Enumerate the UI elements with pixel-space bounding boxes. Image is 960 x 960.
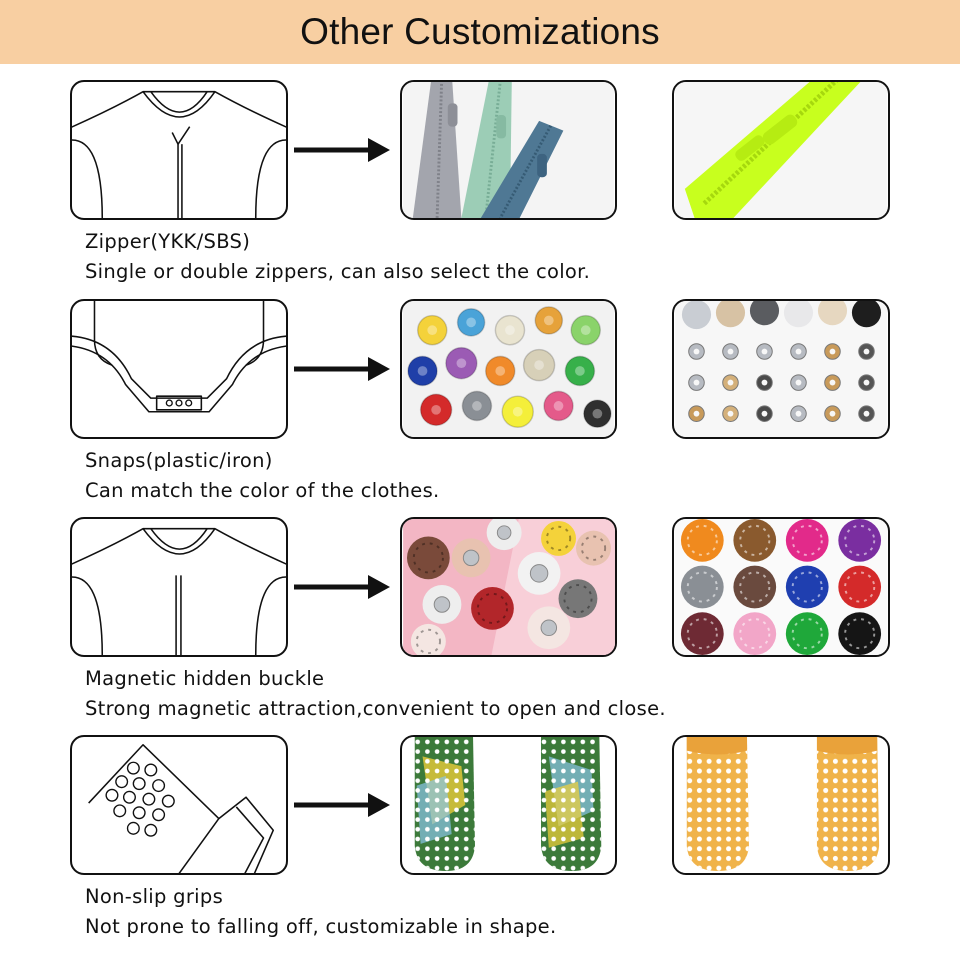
sock-grips-icon	[88, 743, 275, 873]
section-magnetic-buckle: Magnetic hidden buckle Strong magnetic a…	[0, 517, 960, 737]
section-description: Can match the color of the clothes.	[85, 479, 440, 502]
snaps-sketch	[70, 299, 288, 439]
section-description: Not prone to falling off, customizable i…	[85, 915, 557, 938]
section-snaps: Snaps(plastic/iron) Can match the color …	[0, 299, 960, 519]
arrow-right-icon	[294, 138, 390, 162]
grips-sketch	[70, 735, 288, 875]
section-title: Zipper(YKK/SBS)	[85, 230, 251, 253]
zipper-photo-neon	[672, 80, 890, 220]
snaps-photo-iron	[672, 299, 890, 439]
section-description: Strong magnetic attraction,convenient to…	[85, 697, 666, 720]
colored-zippers-image	[403, 82, 614, 218]
grips-photo-orange	[672, 735, 890, 875]
magnetic-photo-colors	[672, 517, 890, 657]
zipper-sketch	[70, 80, 288, 220]
magnetic-sketch	[70, 517, 288, 657]
section-title: Magnetic hidden buckle	[85, 667, 325, 690]
plastic-snaps-image	[403, 301, 614, 437]
arrow-right-icon	[294, 357, 390, 381]
arrow-right-icon	[294, 793, 390, 817]
magnetic-buttons-image	[403, 519, 615, 655]
garment-zipper-icon	[72, 90, 286, 218]
garment-magnetic-icon	[72, 527, 286, 655]
iron-snaps-image	[675, 301, 887, 437]
magnetic-photo-pink	[400, 517, 617, 657]
magnetic-colors-image	[675, 519, 887, 655]
snaps-photo-plastic	[400, 299, 617, 439]
orange-grip-soles-image	[675, 737, 887, 873]
section-title: Non-slip grips	[85, 885, 224, 908]
grips-photo-green	[400, 735, 617, 875]
green-grip-soles-image	[403, 737, 614, 873]
header-banner: Other Customizations	[0, 0, 960, 64]
page-title: Other Customizations	[300, 11, 660, 52]
zipper-photo-colors	[400, 80, 617, 220]
section-title: Snaps(plastic/iron)	[85, 449, 273, 472]
section-non-slip-grips: Non-slip grips Not prone to falling off,…	[0, 735, 960, 955]
section-zipper: Zipper(YKK/SBS) Single or double zippers…	[0, 80, 960, 300]
bodysuit-snaps-icon	[72, 301, 286, 413]
neon-zipper-image	[675, 82, 887, 218]
arrow-right-icon	[294, 575, 390, 599]
section-description: Single or double zippers, can also selec…	[85, 260, 591, 283]
